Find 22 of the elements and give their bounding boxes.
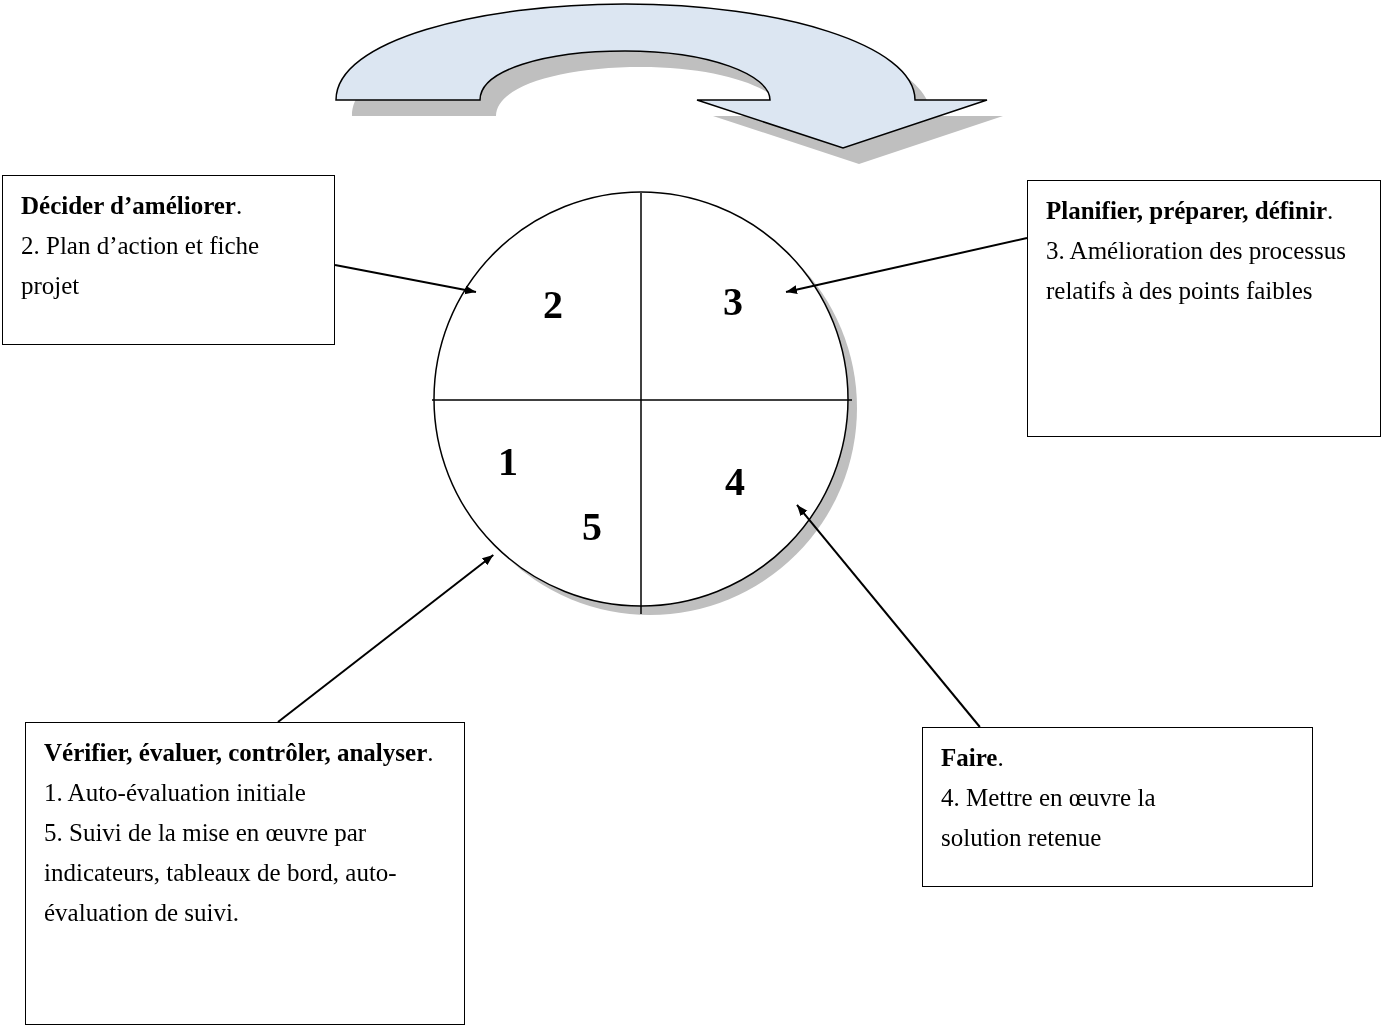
quadrant-number: 2	[543, 285, 563, 325]
arrow	[785, 237, 1028, 294]
arrow	[796, 504, 981, 728]
box-text: 1. Auto-évaluation initiale	[44, 778, 307, 808]
quadrant-number: 4	[725, 462, 745, 502]
text-box	[922, 727, 1313, 887]
arrow	[334, 264, 477, 295]
box-heading: Décider d’améliorer.	[21, 191, 244, 221]
box-text: 5. Suivi de la mise en œuvre par indicateurs, tableaux de bord, auto-évaluation de suivi.	[44, 818, 398, 928]
text-box	[1027, 180, 1381, 437]
box-text: 3. Amélioration des processus relatifs à des points faibles	[1046, 236, 1346, 306]
box-heading: Faire.	[941, 743, 1005, 773]
quadrant-number: 3	[723, 282, 743, 322]
text-box	[25, 722, 465, 1025]
box-heading: Planifier, préparer, définir.	[1046, 196, 1335, 226]
text-box	[2, 175, 335, 345]
box-text: 4. Mettre en œuvre la solution retenue	[941, 783, 1157, 853]
box-heading: Vérifier, évaluer, contrôler, analyser.	[44, 738, 435, 768]
box-text: 2. Plan d’action et fiche projet	[21, 231, 261, 301]
quadrant-number: 5	[582, 507, 602, 547]
arrow	[277, 554, 495, 723]
quadrant-number: 1	[498, 442, 518, 482]
